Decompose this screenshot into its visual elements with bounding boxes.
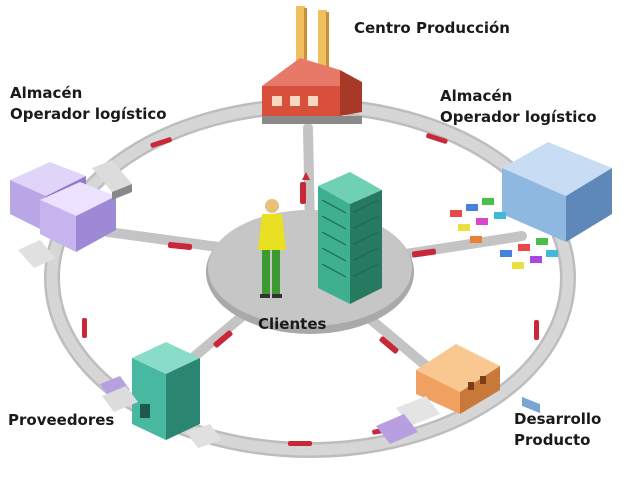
label-almacen-right: Almacén Operador logístico xyxy=(440,86,597,128)
skyscraper-icon xyxy=(318,172,382,304)
truck-icon xyxy=(102,386,222,448)
label-line1: Almacén xyxy=(440,87,513,105)
label-proveedores: Proveedores xyxy=(8,410,114,431)
label-line1: Desarrollo xyxy=(514,410,602,428)
person-icon xyxy=(258,199,286,298)
workshop-icon xyxy=(416,344,500,414)
label-desarrollo-producto: Desarrollo Producto xyxy=(514,409,601,451)
flow-arrows xyxy=(302,172,310,180)
warehouse-right-icon xyxy=(502,142,612,414)
label-text: Centro Producción xyxy=(354,19,510,37)
label-line1: Almacén xyxy=(10,84,83,102)
warehouse-left-icon xyxy=(10,162,116,252)
label-line2: Operador logístico xyxy=(440,108,597,126)
label-line2: Operador logístico xyxy=(10,105,167,123)
label-line2: Producto xyxy=(514,431,591,449)
label-text: Proveedores xyxy=(8,411,115,429)
factory-icon xyxy=(262,6,362,124)
label-centro-produccion: Centro Producción xyxy=(354,18,510,39)
supplier-building-icon xyxy=(100,342,200,440)
truck-icon xyxy=(18,160,132,268)
truck-icon xyxy=(376,396,440,444)
label-clientes: Clientes xyxy=(258,314,326,335)
link-markers xyxy=(82,133,539,446)
label-text: Clientes xyxy=(258,315,327,333)
car-icon xyxy=(450,198,558,269)
label-almacen-left: Almacén Operador logístico xyxy=(10,83,167,125)
